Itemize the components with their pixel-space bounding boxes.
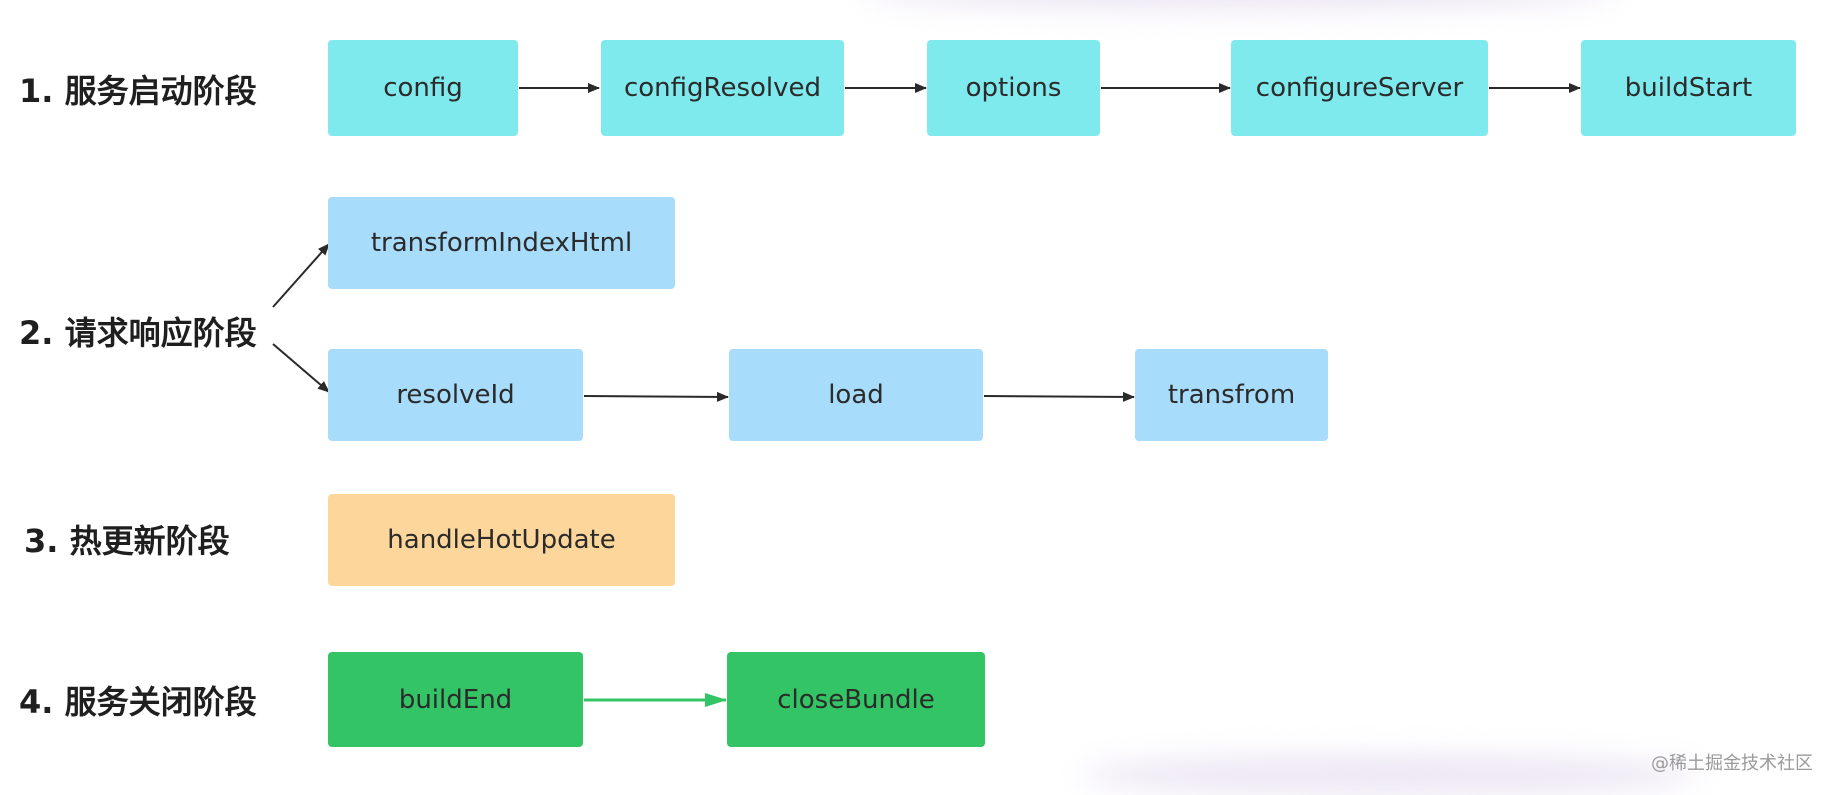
node-handlehotupdate: handleHotUpdate: [328, 494, 675, 586]
arrow-resolveid-load: [583, 391, 729, 402]
stage-2-label: 2. 请求响应阶段: [19, 314, 257, 352]
arrow-stage2-transformindexhtml: [272, 243, 330, 308]
node-resolveid: resolveId: [328, 349, 583, 441]
stage-1-label: 1. 服务启动阶段: [19, 72, 257, 110]
stage-4-label: 4. 服务关闭阶段: [19, 683, 257, 721]
node-buildstart: buildStart: [1581, 40, 1796, 136]
node-configresolved: configResolved: [601, 40, 844, 136]
node-options: options: [927, 40, 1100, 136]
watermark: @稀土掘金技术社区: [1651, 753, 1813, 774]
node-configureserver: configureServer: [1231, 40, 1488, 136]
stage-3-label: 3. 热更新阶段: [24, 522, 230, 560]
node-buildend: buildEnd: [328, 652, 583, 747]
node-transfrom: transfrom: [1135, 349, 1328, 441]
arrow-load-transfrom: [983, 391, 1135, 402]
arrow-stage2-resolveid: [272, 343, 330, 393]
node-config: config: [328, 40, 518, 136]
node-closebundle: closeBundle: [727, 652, 985, 747]
arrows-layer: [272, 83, 1581, 707]
node-transformindexhtml: transformIndexHtml: [328, 197, 675, 289]
node-load: load: [729, 349, 983, 441]
